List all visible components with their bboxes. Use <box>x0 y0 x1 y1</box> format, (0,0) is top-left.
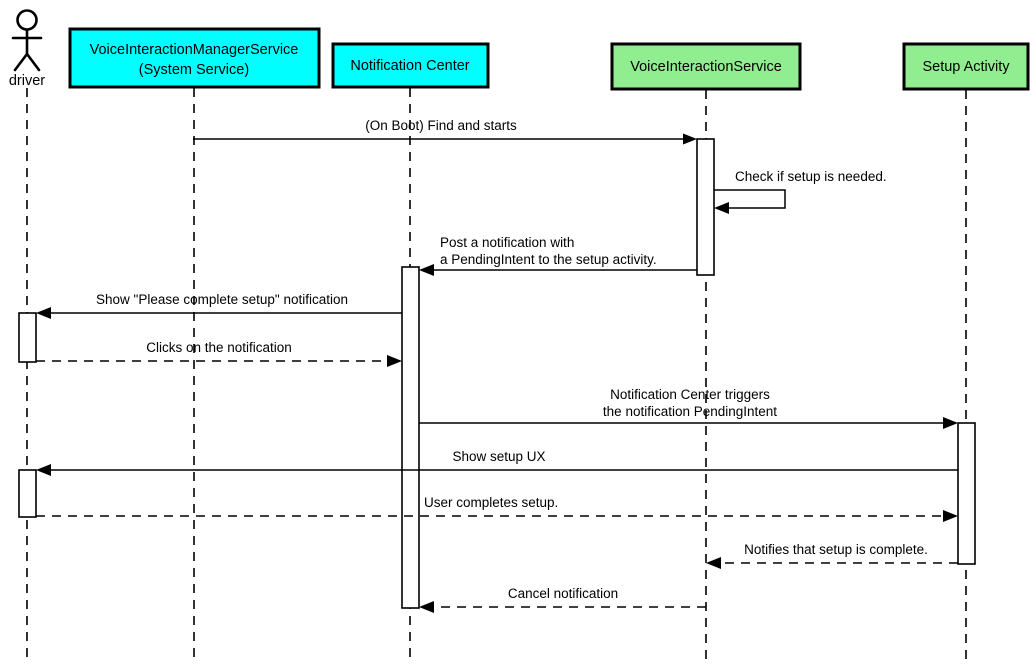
message-3-label-line1: Post a notification with <box>440 235 574 250</box>
message-10-arrowhead <box>419 601 434 613</box>
message-3-label-line2: a PendingIntent to the setup activity. <box>440 252 657 267</box>
message-6-label-line2: the notification PendingIntent <box>603 404 777 419</box>
activation-driver-2 <box>18 469 37 518</box>
message-3-post-a-notification[interactable]: Post a notification with a PendingIntent… <box>419 235 697 276</box>
message-2-line <box>714 189 786 209</box>
actor-head-icon <box>16 9 38 31</box>
participant-vims[interactable]: VoiceInteractionManagerService (System S… <box>68 27 321 89</box>
participant-box-voice-interaction-service <box>610 42 802 91</box>
message-5-arrowhead <box>387 355 402 367</box>
actor-label-driver: driver <box>9 73 45 89</box>
actor-driver[interactable]: driver <box>9 9 45 90</box>
activation-bars <box>18 138 976 609</box>
activation-voice-interaction-service-1 <box>696 138 715 276</box>
message-8-label: User completes setup. <box>424 495 558 510</box>
message-8-user-completes-setup[interactable]: User completes setup. <box>36 495 958 522</box>
actor-leg-left <box>13 52 29 72</box>
participant-box-notification-center <box>331 42 490 89</box>
activation-notification-center-1 <box>401 266 420 609</box>
message-10-cancel-notification[interactable]: Cancel notification <box>419 586 706 613</box>
message-7-show-setup-ux[interactable]: Show setup UX <box>36 449 958 476</box>
participant-box-vims <box>68 27 321 89</box>
activation-setup-activity-1 <box>957 422 976 565</box>
message-6-label-line1: Notification Center triggers <box>610 387 770 402</box>
message-2-check-if-setup-is-needed[interactable]: Check if setup is needed. <box>714 169 887 214</box>
message-2-label: Check if setup is needed. <box>735 169 887 184</box>
message-6-notification-center-triggers-pendingintent[interactable]: Notification Center triggers the notific… <box>419 387 958 429</box>
message-5-label: Clicks on the notification <box>146 340 292 355</box>
message-9-arrowhead <box>706 557 721 569</box>
message-1-arrowhead <box>683 133 697 145</box>
message-7-arrowhead <box>36 464 51 476</box>
participant-label-vims-line2: (System Service) <box>139 62 249 78</box>
participant-voice-interaction-service[interactable]: VoiceInteractionService <box>610 42 802 91</box>
participant-label-setup-activity: Setup Activity <box>922 59 1010 75</box>
participant-notification-center[interactable]: Notification Center <box>331 42 490 89</box>
participant-label-notification-center: Notification Center <box>350 58 469 74</box>
message-1-label: (On Boot) Find and starts <box>365 118 517 133</box>
message-7-label: Show setup UX <box>452 449 545 464</box>
message-6-arrowhead <box>943 417 958 429</box>
message-8-arrowhead <box>943 510 958 522</box>
message-3-arrowhead <box>419 264 434 276</box>
message-4-arrowhead <box>36 307 51 319</box>
actor-leg-right <box>25 52 41 72</box>
message-1-on-boot-find-and-starts[interactable]: (On Boot) Find and starts <box>193 118 697 145</box>
activation-driver-1 <box>18 312 37 363</box>
message-5-clicks-on-the-notification[interactable]: Clicks on the notification <box>36 340 402 367</box>
message-9-label: Notifies that setup is complete. <box>744 542 928 557</box>
message-10-label: Cancel notification <box>508 586 618 601</box>
participant-setup-activity[interactable]: Setup Activity <box>902 42 1030 91</box>
message-4-label: Show "Please complete setup" notificatio… <box>96 292 348 307</box>
message-4-show-please-complete-setup-notification[interactable]: Show "Please complete setup" notificatio… <box>36 292 402 319</box>
message-2-arrowhead <box>714 202 729 214</box>
participant-label-vims-line1: VoiceInteractionManagerService <box>90 42 299 58</box>
message-9-notifies-that-setup-is-complete[interactable]: Notifies that setup is complete. <box>706 542 958 569</box>
participant-boxes: VoiceInteractionManagerService (System S… <box>68 27 1030 91</box>
participant-box-setup-activity <box>902 42 1030 91</box>
participant-label-voice-interaction-service: VoiceInteractionService <box>630 59 782 75</box>
